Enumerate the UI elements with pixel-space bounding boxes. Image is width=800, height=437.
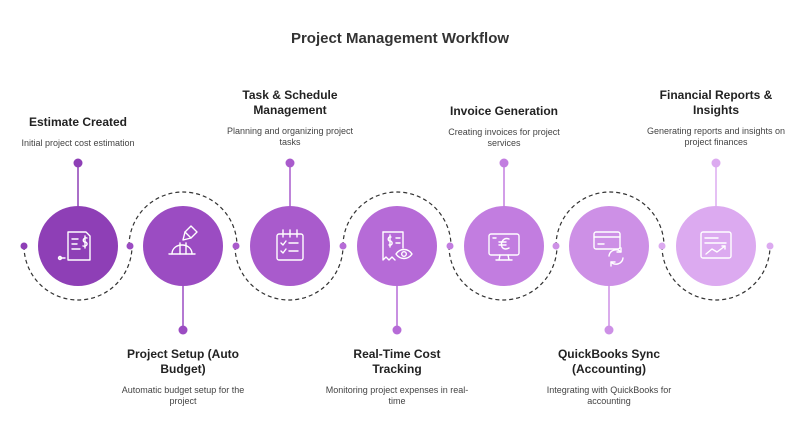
step-circles	[38, 206, 756, 286]
step-7-text: Financial Reports & Insights Generating …	[641, 88, 791, 148]
stem-end-3	[285, 158, 295, 168]
step-circle-1	[38, 206, 118, 286]
step-6-description: Integrating with QuickBooks for accounti…	[546, 385, 672, 406]
step-5-heading: Invoice Generation	[449, 104, 559, 118]
stems	[73, 158, 721, 335]
stem-end-6	[604, 325, 614, 335]
connector-dots	[20, 242, 774, 250]
arc-4	[342, 191, 452, 247]
step-1-heading: Estimate Created	[28, 115, 128, 129]
step-circle-2	[143, 206, 223, 286]
step-7-description: Generating reports and insights on proje…	[646, 126, 786, 147]
stem-end-2	[178, 325, 188, 335]
step-6-heading: QuickBooks Sync (Accounting)	[557, 347, 661, 376]
stem-end-1	[73, 158, 83, 168]
hardhat-pencil-icon	[168, 225, 198, 255]
step-circle-6	[569, 206, 649, 286]
step-5-text: Invoice Generation Creating invoices for…	[429, 104, 579, 149]
dot	[339, 242, 347, 250]
stem-end-4	[392, 325, 402, 335]
step-4-heading: Real-Time Cost Tracking	[353, 347, 441, 376]
step-1-text: Estimate Created Initial project cost es…	[5, 115, 151, 149]
cost-document-icon	[57, 231, 91, 261]
arc-2	[128, 191, 238, 247]
step-1-description: Initial project cost estimation	[21, 138, 135, 148]
connector-arcs	[23, 191, 771, 301]
monitor-euro-icon	[488, 233, 520, 261]
dot	[766, 242, 774, 250]
report-chart-icon	[700, 231, 732, 259]
step-3-heading: Task & Schedule Management	[242, 88, 338, 117]
calendar-checklist-icon	[276, 229, 304, 261]
stem-end-5	[499, 158, 509, 168]
dot	[20, 242, 28, 250]
card-sync-icon	[593, 231, 624, 267]
step-4-description: Monitoring project expenses in real-time	[325, 385, 469, 406]
diagram-title: Project Management Workflow	[290, 30, 510, 47]
dot	[126, 242, 134, 250]
step-2-text: Project Setup (Auto Budget) Automatic bu…	[108, 347, 258, 407]
dot	[446, 242, 454, 250]
step-circle-3	[250, 206, 330, 286]
dot	[552, 242, 560, 250]
step-6-text: QuickBooks Sync (Accounting) Integrating…	[534, 347, 684, 407]
dot	[658, 242, 666, 250]
arc-6	[555, 191, 665, 247]
step-2-description: Automatic budget setup for the project	[121, 385, 245, 406]
receipt-eye-icon	[382, 231, 413, 261]
dot	[232, 242, 240, 250]
step-circle-4	[357, 206, 437, 286]
step-4-text: Real-Time Cost Tracking Monitoring proje…	[322, 347, 472, 407]
arc-3	[234, 245, 344, 301]
arc-1	[23, 245, 133, 301]
arc-7	[661, 245, 771, 301]
step-circle-7	[676, 206, 756, 286]
step-3-text: Task & Schedule Management Planning and …	[216, 88, 364, 148]
step-3-description: Planning and organizing project tasks	[226, 126, 354, 147]
arc-5	[448, 245, 558, 301]
step-circle-5	[464, 206, 544, 286]
stem-end-7	[711, 158, 721, 168]
step-5-description: Creating invoices for project services	[448, 127, 560, 148]
step-2-heading: Project Setup (Auto Budget)	[126, 347, 239, 376]
step-7-heading: Financial Reports & Insights	[659, 88, 773, 117]
